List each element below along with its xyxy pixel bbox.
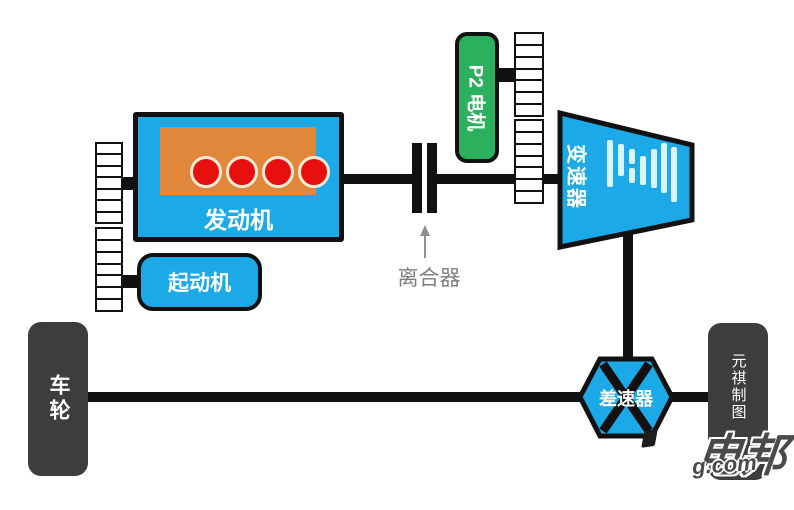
transmission-shape: [557, 109, 695, 251]
rack-gear-cell: [95, 298, 123, 313]
watermark-stray-stroke: [641, 429, 658, 448]
clutch-plate-left: [412, 143, 422, 213]
engine-gear-stub: [119, 177, 136, 190]
p2-motor-gear-stub: [496, 68, 516, 82]
starter-gear-stub: [119, 275, 140, 288]
differential-label: 差速器: [599, 389, 653, 409]
cylinder-icon: [262, 156, 294, 188]
clutch-arrow-icon: [420, 225, 430, 258]
watermark-domain-text: g.com: [691, 449, 758, 480]
p2-motor-box: [455, 32, 499, 163]
differential-hexagon: [577, 356, 675, 439]
shaft-clutch-to-transmission: [436, 174, 562, 184]
rack-gear-starter: [95, 227, 123, 313]
starter-label: 起动机: [168, 272, 231, 295]
starter-box: 起动机: [137, 253, 262, 311]
engine-label: 发动机: [204, 207, 273, 233]
shaft-engine-to-clutch: [340, 174, 413, 184]
wheel-right: 元祺制图: [708, 323, 768, 480]
p2-motor-label: P2 电机: [464, 64, 486, 132]
cylinder-icon: [226, 156, 258, 188]
rack-gear-p2-bottom: [514, 119, 544, 205]
wheel-left-label: 车轮: [47, 374, 70, 424]
rack-gear-engine: [95, 142, 123, 224]
clutch-plate-right: [427, 143, 437, 213]
transmission-label: 变速器: [564, 144, 587, 210]
transmission-output-shaft: [623, 218, 633, 368]
wheel-left: 车轮: [28, 322, 88, 476]
rack-gear-cell: [514, 103, 544, 118]
clutch-label: 离合器: [397, 267, 461, 290]
axle-shaft: [86, 392, 710, 402]
cylinder-icon: [298, 156, 330, 188]
rack-gear-cell: [95, 210, 123, 224]
engine-box: 发动机: [133, 112, 344, 242]
engine-cylinder-block: [160, 127, 330, 195]
cylinder-icon: [190, 156, 222, 188]
rack-gear-p2-top: [514, 32, 544, 118]
transmission-gear-bars: [607, 140, 677, 202]
rack-gear-cell: [514, 190, 544, 205]
wheel-right-watermark-text: 元祺制图: [729, 352, 747, 421]
